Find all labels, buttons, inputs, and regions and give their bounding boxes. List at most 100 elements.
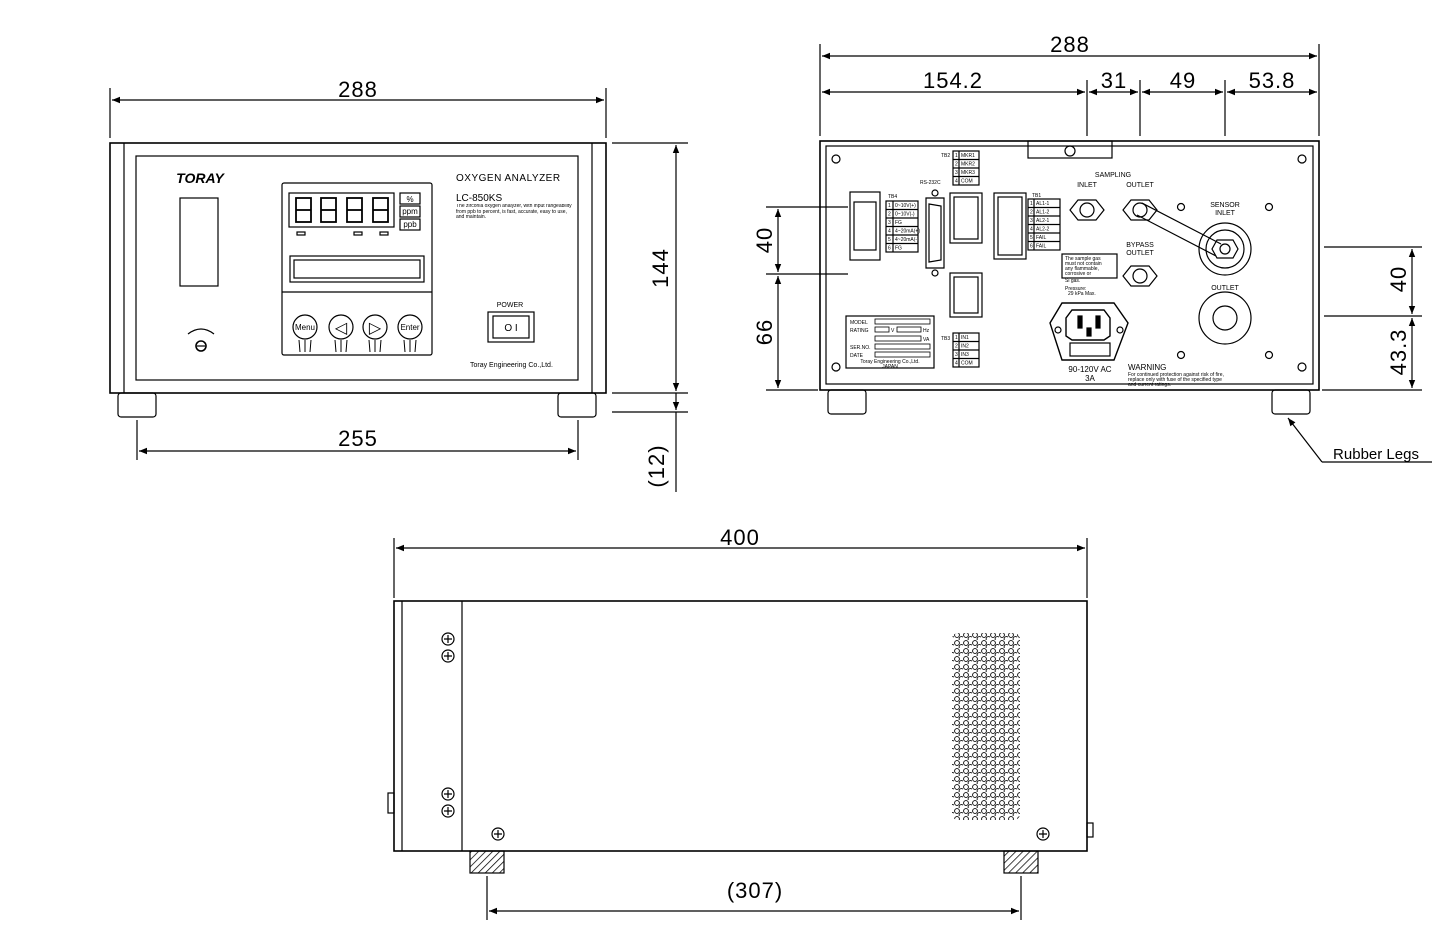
tb2-row-1: MKR1 [961,153,975,159]
svg-text:For continued protection again: For continued protection against risk of… [1128,372,1224,378]
rear-right-dimensions [1322,246,1422,391]
svg-text:3: 3 [955,170,958,176]
tb1-row-6: FAIL [1036,244,1047,250]
svg-text:1: 1 [888,203,891,209]
sensor-inlet-label-2: INLET [1215,210,1236,217]
tb3-row-1: IN1 [961,335,969,341]
lcd-window [289,255,425,283]
foot-span-dimension [486,876,1022,920]
tb2-row-3: MKR3 [961,170,975,176]
power-rating: 90-120V AC [1068,365,1111,374]
front-width-dimension [109,88,607,138]
svg-text:6: 6 [1030,244,1033,250]
svg-text:must not contain: must not contain [1065,261,1102,267]
tb4-row-5: 4~20mA(-) [895,237,919,243]
product-name: OXYGEN ANALYZER [456,173,561,184]
svg-text:JAPAN: JAPAN [882,364,898,370]
left-arrow-key[interactable] [328,314,354,353]
gas-note-box [1061,253,1118,279]
sensor-outlet-label: OUTLET [1211,285,1239,292]
rear-opening-1 [949,192,983,244]
tb1-row-2: AL1-2 [1036,210,1050,216]
bypass-label-1: BYPASS [1126,242,1154,249]
tb4-row-6: FG [895,246,902,252]
svg-text:29 kPa Max.: 29 kPa Max. [1068,291,1096,297]
seven-segment-digits [295,197,389,223]
front-height-dimension [612,142,688,492]
front-view: 288 TORAY % [109,77,688,492]
svg-text:Hz: Hz [923,328,930,334]
left-dim-66: 66 [752,319,777,345]
tb1-label: TB1 [1032,193,1041,199]
tb1-row-1: AL1-1 [1036,201,1050,207]
display-unit [281,182,433,356]
svg-text:4: 4 [888,229,891,235]
power-inlet[interactable] [1049,302,1129,361]
bypass-outlet-port[interactable] [1122,265,1158,287]
svg-text:and current ratings.: and current ratings. [1128,382,1171,388]
side-length-label: 400 [720,525,760,550]
rear-segment-dimensions [822,80,1317,136]
rear-screw-holes [831,154,1307,372]
tb1-row-4: AL2-2 [1036,227,1050,233]
tb4-row-3: FG [895,220,902,226]
svg-text:Si gas.: Si gas. [1065,278,1080,284]
unit-percent: % [406,195,413,204]
svg-text:1: 1 [955,153,958,159]
rs232c-connector[interactable] [925,189,945,277]
led-indicators [296,231,389,236]
right-dim-40: 40 [1386,266,1411,292]
adjust-knob-icon [187,328,215,352]
power-switch[interactable] [487,311,535,343]
svg-text:DATE: DATE [850,353,864,359]
svg-text:2: 2 [888,212,891,218]
rear-width-label: 288 [1050,32,1090,57]
svg-text:4: 4 [955,179,958,185]
power-switch-marks: O I [504,323,517,334]
right-dim-43-3: 43.3 [1386,329,1411,376]
product-description-box: The zirconia oxygen analyzer, with input… [456,204,572,220]
tb3-label: TB3 [941,336,950,342]
svg-text:2: 2 [1030,210,1033,216]
rear-view: 288 154.2 31 49 53.8 TB4 [752,32,1432,463]
fuse-current: 3A [1085,374,1095,383]
sensor-inlet-port[interactable] [1198,222,1252,276]
segment-4-label: 53.8 [1249,68,1296,93]
feet-width-dimension [136,420,579,460]
right-arrow-key[interactable] [362,314,388,353]
enter-key[interactable] [397,314,423,353]
tb2-row-4: COM [961,179,973,185]
tb4-opening [849,191,881,261]
svg-text:2: 2 [955,344,958,350]
sensor-outlet-port[interactable] [1198,291,1252,345]
feet-width-label: 255 [338,426,378,451]
rear-left-foot [827,389,867,415]
sampling-label: SAMPLING [1095,172,1131,179]
tb1-row-3: AL2-1 [1036,218,1050,224]
front-manufacturer: Toray Engineering Co.,Ltd. [470,362,553,369]
front-right-foot [557,392,597,418]
gas-note: The sample gas must not contain any flam… [1065,256,1102,277]
unit-ppm: ppm [402,207,418,216]
svg-text:V: V [891,328,895,334]
side-view: 400 (307) [387,525,1094,920]
front-chassis [109,142,607,394]
tb4-row-4: 4~20mA(+) [895,229,920,235]
tb2-label: TB2 [941,153,950,159]
menu-key[interactable] [292,314,318,353]
side-front-foot [469,850,505,874]
svg-text:3: 3 [955,352,958,358]
svg-text:MODEL: MODEL [850,320,868,326]
tb4-row-1: 0~10V(+) [895,203,916,209]
rubber-legs-label: Rubber Legs [1333,446,1419,463]
segment-2-label: 31 [1101,68,1127,93]
front-height-label: 144 [648,248,673,288]
svg-text:RATING: RATING [850,328,869,334]
front-window [179,197,219,287]
sampling-inlet-port[interactable] [1069,199,1105,221]
bypass-label-2: OUTLET [1126,250,1154,257]
front-width-label: 288 [338,77,378,102]
